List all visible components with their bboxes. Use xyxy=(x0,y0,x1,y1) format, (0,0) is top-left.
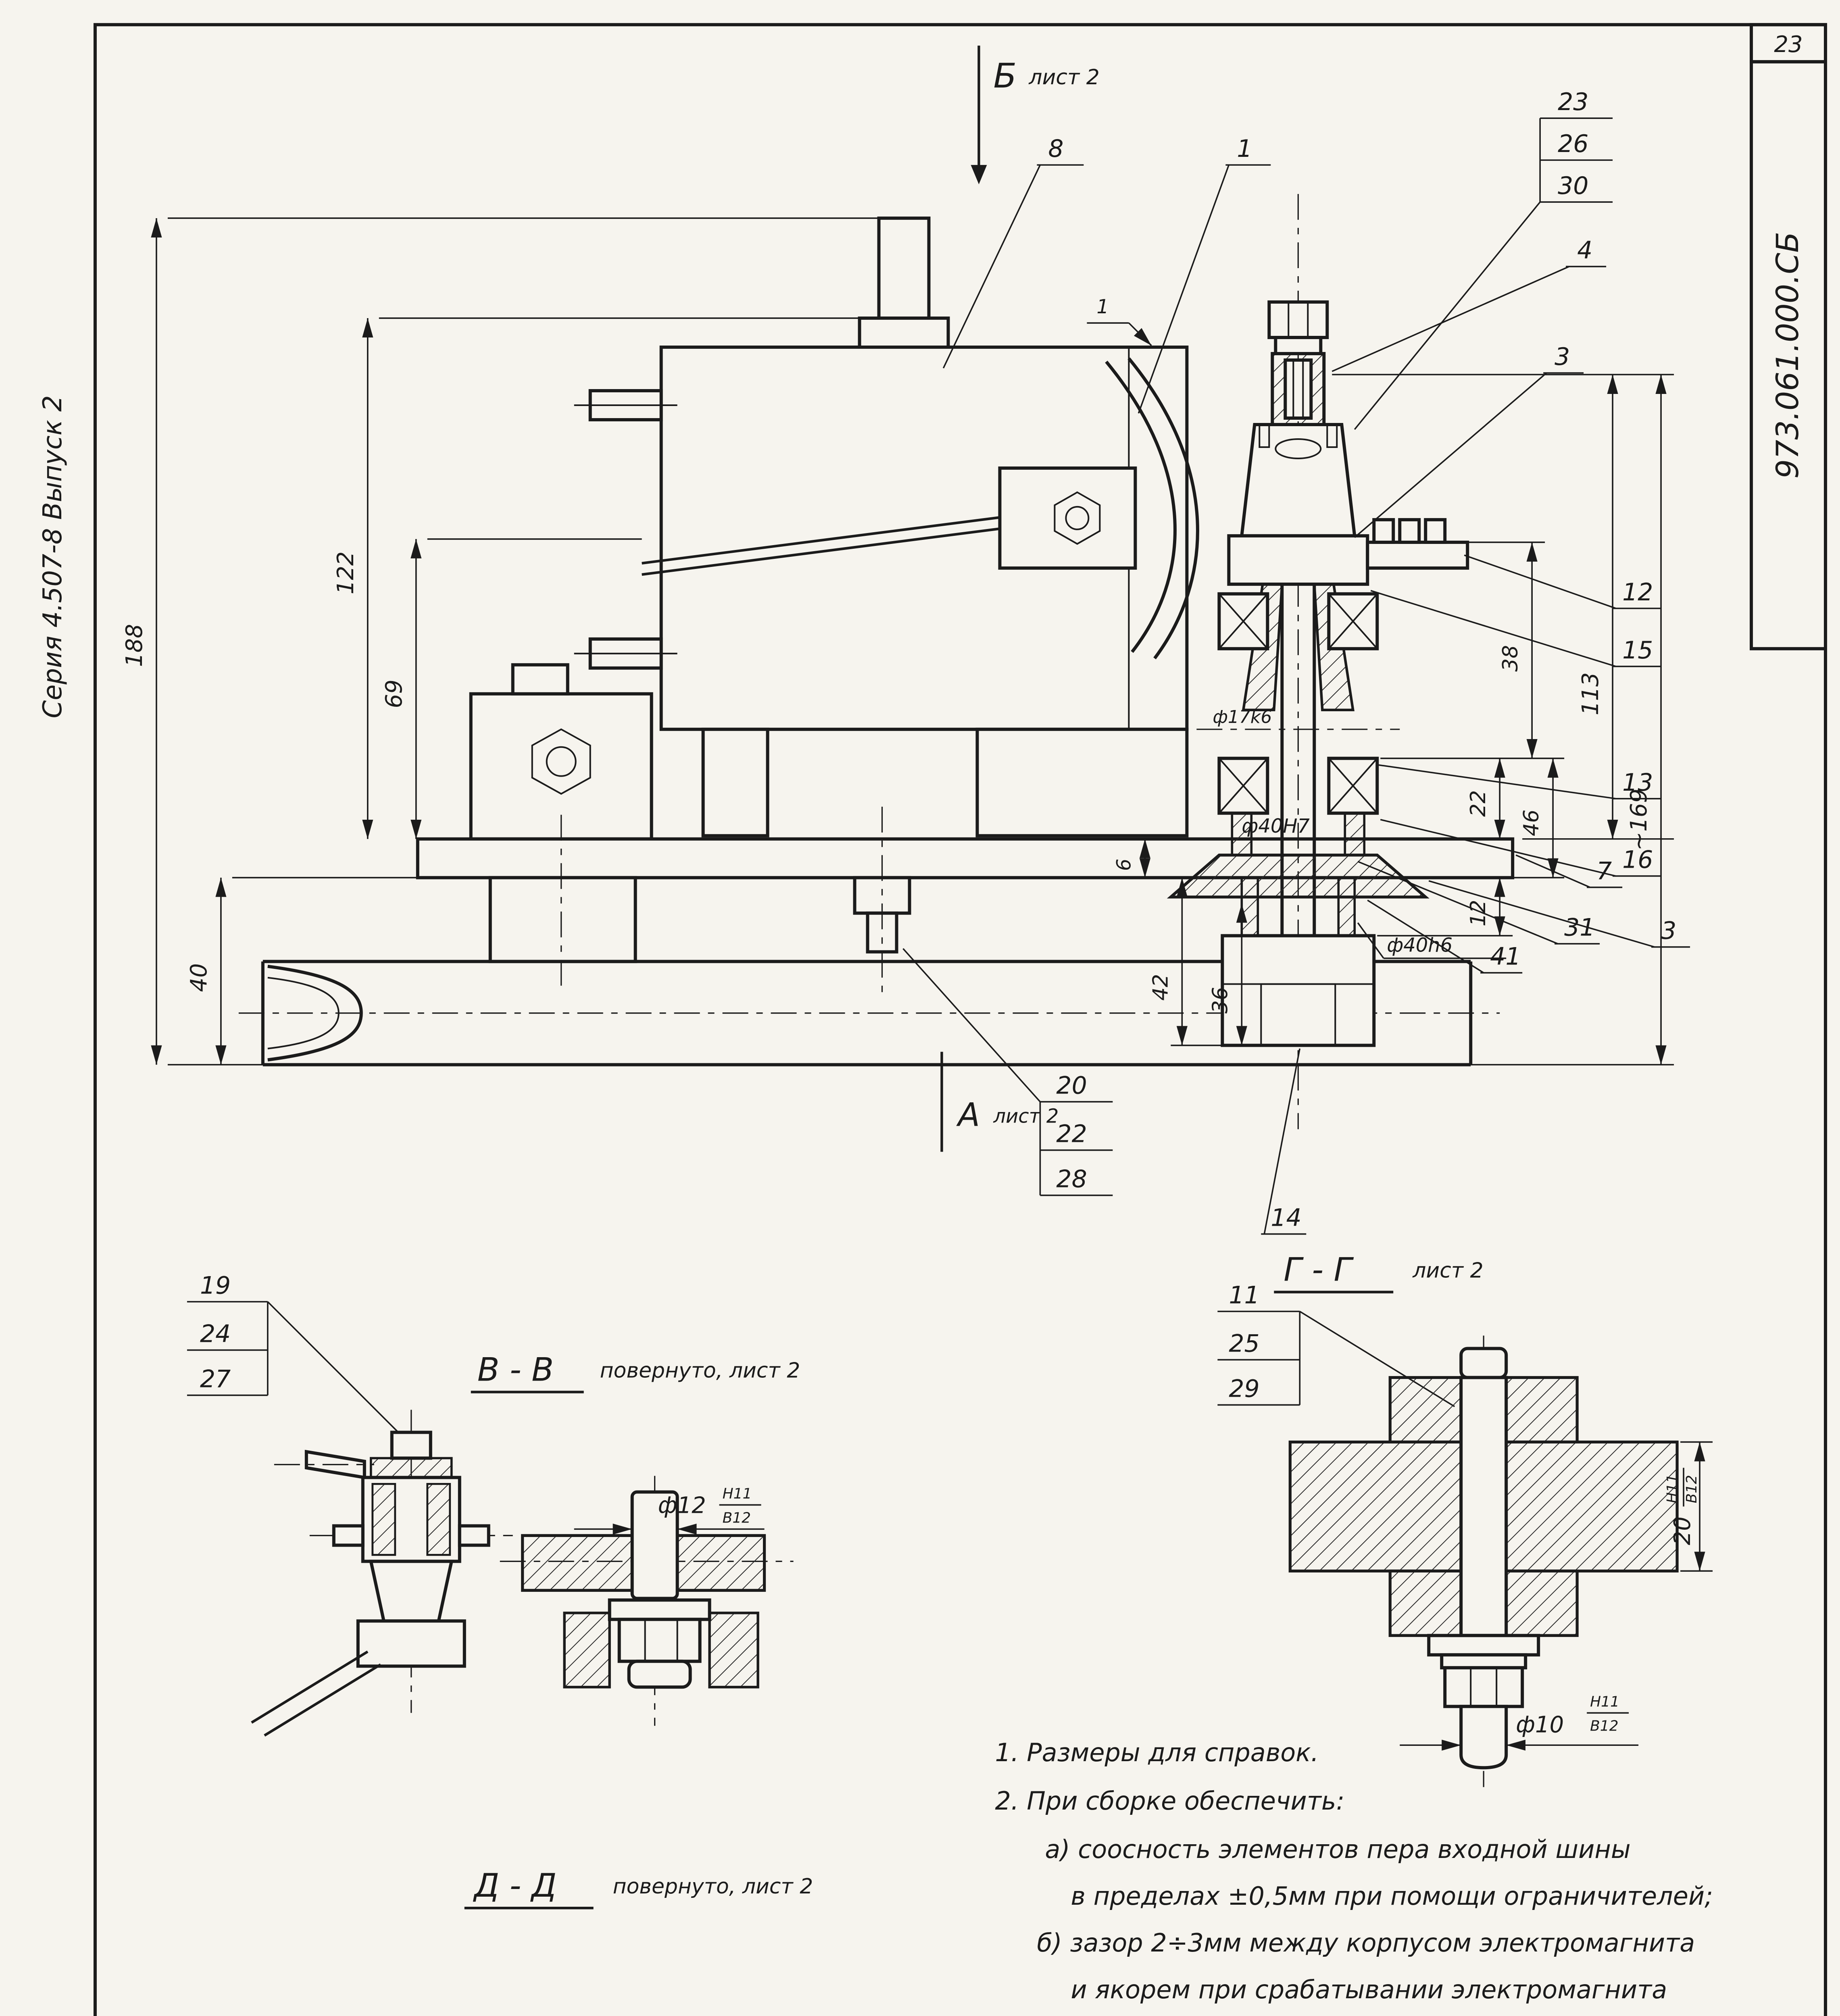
view-dd: Д - Д повернуто, лист 2 93 ф26 xyxy=(464,1867,813,1910)
callouts-main: 8 1 23 26 30 4 3 12 15 13 16 7 3 31 41 xyxy=(902,88,1690,1235)
vv-dim-fi12: ф12 xyxy=(658,1492,706,1518)
dimensions-right: 38 22 46 12 113 ~169 42 36 6 1 ф40Н7 ф17… xyxy=(1087,296,1674,1066)
view-b-label: Б xyxy=(993,56,1017,96)
series-vertical: Серия 4.507-8 Выпуск 2 xyxy=(38,395,68,718)
callout-29: 29 xyxy=(1229,1375,1259,1403)
dim-fi40h7: ф40Н7 xyxy=(1242,815,1310,837)
dim-40: 40 xyxy=(186,963,212,992)
gg-tol20-top: Н11 xyxy=(1664,1474,1681,1504)
callout-24: 24 xyxy=(200,1320,231,1348)
note-line-2: 2. При сборке обеспечить: xyxy=(995,1786,1344,1816)
callout-12: 12 xyxy=(1622,578,1653,606)
callout-7: 7 xyxy=(1596,857,1612,885)
callout-3-top: 3 xyxy=(1555,343,1570,371)
callout-26: 26 xyxy=(1558,130,1588,158)
callout-stack-20-22-28: 20 22 28 xyxy=(902,948,1113,1196)
view-b-sheet: лист 2 xyxy=(1028,65,1099,90)
notes: 1. Размеры для справок. 2. При сборке об… xyxy=(995,1738,1713,2004)
main-view: Б лист 2 xyxy=(238,46,1515,1129)
gg-tol10-top: Н11 xyxy=(1590,1693,1619,1710)
dd-title: Д - Д xyxy=(473,1867,557,1904)
dim-12r: 12 xyxy=(1466,900,1490,927)
view-a-sheet: лист 2 xyxy=(993,1105,1059,1128)
note-line-4: в пределах ±0,5мм при помощи ограничител… xyxy=(1071,1881,1713,1911)
page-number: 23 xyxy=(1774,31,1802,58)
vv-subtitle: повернуто, лист 2 xyxy=(600,1358,800,1383)
dim-fi40h6: ф40h6 xyxy=(1387,934,1452,957)
callout-20: 20 xyxy=(1056,1072,1087,1100)
callout-31: 31 xyxy=(1564,914,1595,942)
callout-30: 30 xyxy=(1558,172,1588,200)
vv-title: В - В xyxy=(477,1351,554,1388)
note-line-3: а) соосность элементов пера входной шины xyxy=(1045,1835,1630,1864)
callout-1: 1 xyxy=(1237,135,1252,163)
vv-tol-bot: В12 xyxy=(723,1510,751,1526)
dim-fi17: ф17k6 xyxy=(1213,707,1272,727)
callout-15: 15 xyxy=(1622,636,1653,664)
dim-36: 36 xyxy=(1208,987,1232,1014)
dd-subtitle: повернуто, лист 2 xyxy=(613,1874,813,1899)
callout-19: 19 xyxy=(200,1272,231,1300)
gg-subtitle: лист 2 xyxy=(1412,1259,1483,1283)
dim-42: 42 xyxy=(1148,974,1173,1001)
dim-38: 38 xyxy=(1498,645,1523,672)
note-line-6: и якорем при срабатывании электромагнита xyxy=(1071,1975,1667,2004)
dim-46: 46 xyxy=(1519,810,1544,836)
sheet-frame: 23 973.061.000.СБ Серия 4.507-8 Выпуск 2 xyxy=(38,23,1827,2016)
gg-dim-20: 20 xyxy=(1669,1516,1696,1545)
callout-27: 27 xyxy=(200,1365,231,1393)
view-vv: В - В повернуто, лист 2 19 24 27 xyxy=(187,1272,800,1737)
callout-28: 28 xyxy=(1056,1165,1087,1193)
callout-23: 23 xyxy=(1558,88,1588,116)
callout-4: 4 xyxy=(1577,236,1592,264)
callout-11: 11 xyxy=(1229,1281,1259,1309)
note-line-1: 1. Размеры для справок. xyxy=(995,1738,1319,1767)
dim-122: 122 xyxy=(333,551,359,594)
dim-188: 188 xyxy=(121,624,148,667)
callout-41: 41 xyxy=(1490,943,1521,971)
gg-tol10-bot: В12 xyxy=(1590,1718,1618,1734)
gg-tol20-bot: В12 xyxy=(1684,1475,1700,1503)
callout-14: 14 xyxy=(1271,1204,1301,1232)
dim-22r: 22 xyxy=(1466,790,1490,817)
dimensions-left: 188 122 69 40 xyxy=(121,217,879,1066)
doc-number-vertical: 973.061.000.СБ xyxy=(1769,232,1805,479)
gg-dim-fi10: ф10 xyxy=(1516,1712,1564,1738)
view-a-label: А xyxy=(956,1096,980,1134)
dim-169: ~169 xyxy=(1626,789,1652,851)
callout-13: 13 xyxy=(1622,768,1653,797)
view-gg: Г - Г лист 2 11 25 29 xyxy=(1217,1251,1713,1787)
gg-callout-stack: 11 25 29 xyxy=(1217,1281,1455,1407)
callout-22: 22 xyxy=(1056,1120,1087,1148)
vv-callout-stack: 19 24 27 xyxy=(187,1272,399,1433)
callout-8: 8 xyxy=(1048,135,1063,163)
dim-113: 113 xyxy=(1577,672,1604,715)
callout-25: 25 xyxy=(1229,1329,1259,1358)
note-line-5: б) зазор 2÷3мм между корпусом электромаг… xyxy=(1037,1928,1695,1958)
callout-16: 16 xyxy=(1622,846,1653,874)
dim-1: 1 xyxy=(1096,296,1109,318)
gg-title: Г - Г xyxy=(1284,1251,1354,1289)
dim-69: 69 xyxy=(381,679,407,708)
dim-6: 6 xyxy=(1113,858,1135,871)
callout-3-bot: 3 xyxy=(1661,917,1676,945)
vv-tol-top: Н11 xyxy=(723,1485,752,1502)
callout-stack-23-26-30: 23 26 30 xyxy=(1354,88,1613,430)
